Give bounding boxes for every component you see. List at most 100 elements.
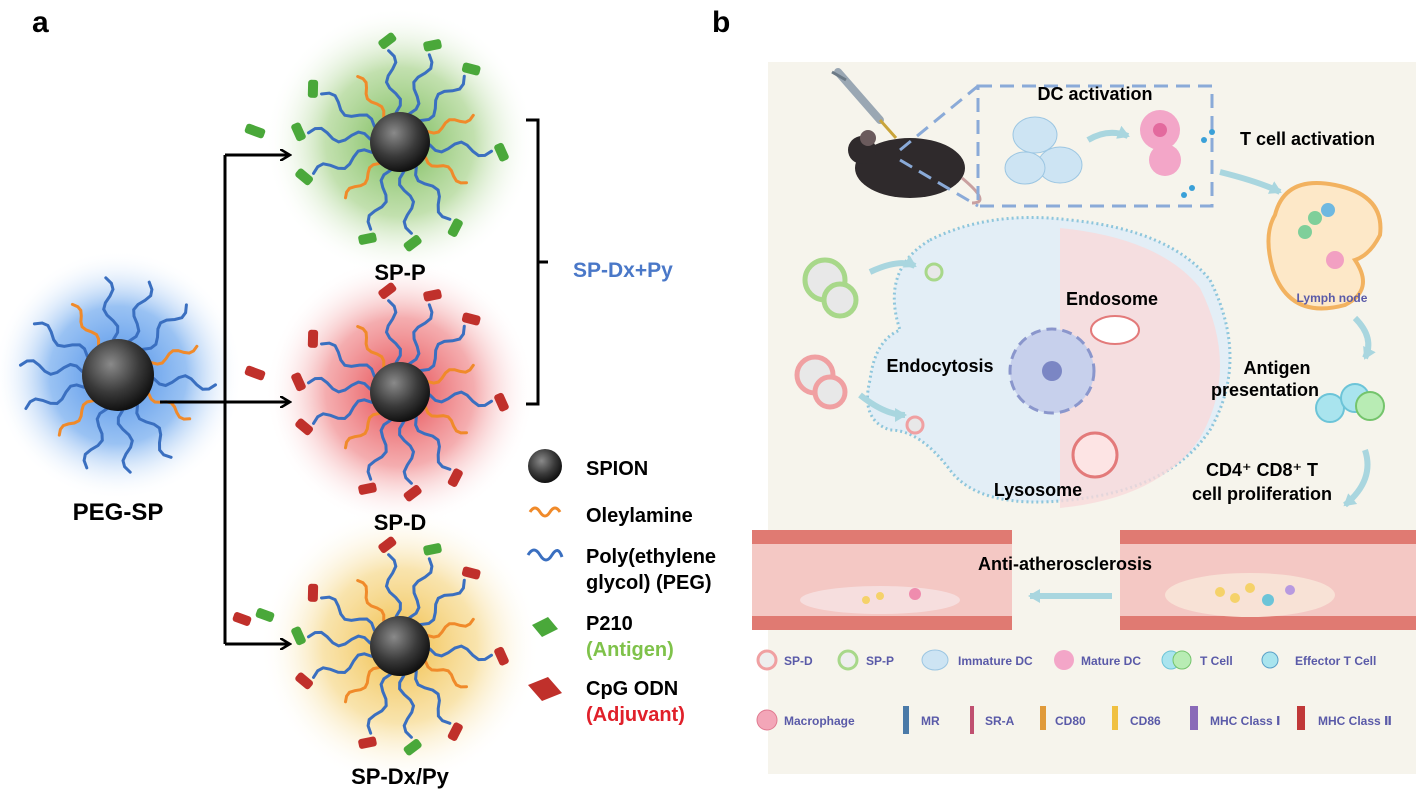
proliferation-label-2: cell proliferation — [1192, 484, 1332, 504]
legend-immature-dc-icon — [921, 649, 949, 671]
ligand-peptide — [423, 39, 442, 52]
legend-p210: P210 — [586, 613, 633, 635]
oleylamine-chain — [344, 162, 381, 200]
peg-chain — [141, 303, 188, 351]
sp-p-ligands — [291, 32, 509, 252]
ligand-peptide — [494, 646, 509, 666]
ligand-peptide — [307, 79, 319, 98]
legend-antigen: (Antigen) — [586, 639, 674, 661]
legend-sp-d-icon — [756, 649, 778, 671]
peg-chain — [307, 376, 372, 394]
ligand-peptide — [295, 168, 314, 186]
artery-plaque — [1120, 530, 1416, 630]
peg-chain — [312, 398, 374, 425]
legend-oleylamine: Oleylamine — [586, 505, 693, 527]
legend-spion: SPION — [586, 458, 648, 480]
legend-b-cd86: CD86 — [1130, 714, 1161, 728]
oleylamine-chain — [70, 302, 101, 347]
peg-chain — [398, 420, 416, 485]
free-antigen — [244, 123, 266, 139]
peg-chain — [366, 672, 392, 735]
ligand-peptide — [291, 626, 306, 646]
ligand-peptide — [358, 482, 377, 495]
ligand-peptide — [494, 392, 509, 412]
mouse-icon — [848, 130, 982, 205]
peg-chain — [384, 299, 402, 364]
legend-peg-2: glycol) (PEG) — [586, 572, 712, 594]
peg-chain — [414, 415, 452, 471]
panel-a-label: a — [32, 6, 49, 39]
peg-chain — [307, 126, 372, 144]
dc-maturation-arrow — [1086, 125, 1130, 143]
legend-cd86-icon — [1112, 706, 1118, 730]
oleylamine-chain — [424, 406, 468, 435]
ligand-peptide — [307, 329, 319, 348]
legend-b-mature-dc: Mature DC — [1081, 654, 1141, 668]
sp-dxpy-core — [370, 616, 430, 676]
legend-b-row1: SP-D SP-P Immature DC Mature DC T Cell E… — [756, 649, 1376, 671]
peg-sp-label: PEG-SP — [73, 499, 164, 526]
sp-d-particles — [794, 354, 925, 435]
legend-b-cd80: CD80 — [1055, 714, 1086, 728]
spion-legend-icon — [528, 449, 562, 483]
peg-chain — [32, 321, 89, 358]
legend-b-macrophage: Macrophage — [784, 714, 855, 728]
anti-atherosclerosis-label: Anti-atherosclerosis — [978, 554, 1152, 574]
sp-p-particles — [802, 257, 944, 319]
ligand-peptide — [461, 62, 481, 76]
antigen-label-2: presentation — [1211, 380, 1319, 400]
free-peptides — [232, 123, 275, 626]
peg-chain — [102, 276, 120, 341]
peg-chain — [312, 652, 374, 679]
ligand-peptide — [378, 536, 397, 554]
peg-chain — [19, 359, 84, 376]
oleylamine-chain — [356, 579, 386, 623]
ligand-peptide — [494, 142, 509, 162]
ligand-peptide — [447, 722, 463, 741]
legend-peg-1: Poly(ethylene — [586, 546, 716, 568]
peg-sp-core — [82, 339, 154, 411]
sp-dxpy-label: SP-Dx/Py — [351, 764, 450, 789]
zoom-line-2 — [899, 158, 979, 208]
legend-b-sr-a: SR-A — [985, 714, 1015, 728]
free-adjuvant — [244, 365, 266, 381]
legend-cpg: CpG ODN — [586, 678, 678, 700]
peg-chain — [408, 557, 434, 620]
peg-chain — [366, 418, 392, 481]
peg-chain — [414, 165, 452, 221]
peg-chain — [82, 407, 108, 470]
peg-chain — [307, 630, 372, 648]
legend-sp-p-icon — [837, 649, 859, 671]
peg-chain — [428, 644, 493, 662]
ligand-peptide — [423, 543, 442, 556]
peg-chain — [419, 324, 466, 372]
peg-chain — [312, 148, 374, 175]
peg-chain — [24, 383, 86, 410]
legend-mature-dc-icon — [1054, 650, 1074, 670]
legend-b-mhc1: MHC Class Ⅰ — [1210, 714, 1280, 728]
oleylamine-chain — [426, 617, 475, 639]
oleylamine-chain — [424, 660, 468, 689]
ligand-peptide — [295, 418, 314, 436]
oleylamine-chain — [344, 412, 381, 450]
effector-t-cells — [1315, 383, 1385, 423]
peg-chain — [384, 553, 402, 618]
dc-activation-label: DC activation — [1037, 84, 1152, 104]
antigen-legend-icon — [532, 617, 558, 637]
peg-chain — [135, 403, 173, 459]
ligand-peptide — [378, 32, 397, 50]
endosome-label: Endosome — [1066, 289, 1158, 309]
legend-macrophage-icon — [756, 709, 778, 731]
peg-chain — [116, 409, 134, 474]
sp-p-label: SP-P — [374, 260, 425, 285]
sp-dx-py-label: SP-Dx+Py — [573, 259, 673, 282]
peg-chain — [408, 303, 434, 366]
lysosome-label: Lysosome — [994, 480, 1082, 500]
antigen-label-1: Antigen — [1244, 358, 1311, 378]
proliferation-label-1: CD4⁺ CD8⁺ T — [1206, 460, 1318, 480]
peg-chain — [384, 49, 402, 114]
lymph-node-icon — [1266, 181, 1383, 311]
legend-mhc2-icon — [1297, 706, 1305, 730]
